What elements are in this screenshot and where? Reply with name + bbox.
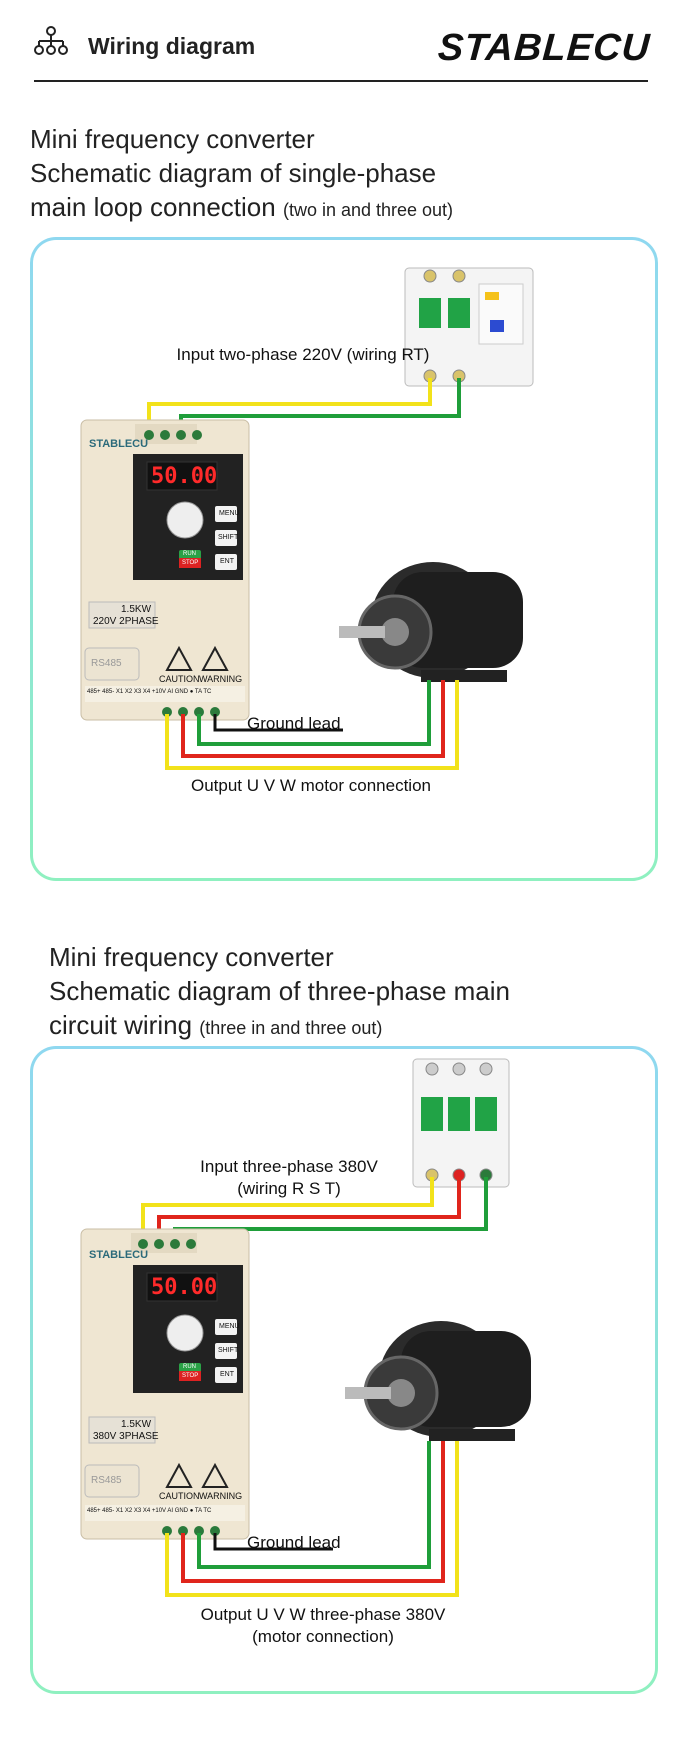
ground-wire-black bbox=[213, 714, 343, 732]
section2-input-label-line1: Input three-phase 380V bbox=[200, 1157, 378, 1176]
section1-title-line1: Mini frequency converter bbox=[30, 124, 315, 154]
caution-label: CAUTION bbox=[159, 1491, 200, 1501]
rs485-port: RS485 bbox=[91, 1475, 122, 1486]
output-wire-yellow bbox=[165, 680, 459, 770]
output-wire-green bbox=[197, 680, 431, 746]
caution-label: CAUTION bbox=[159, 674, 200, 684]
section2-diagram-panel: STABLECU 50.00 MENU SHIFT ENT RUN STOP 1… bbox=[30, 1046, 658, 1694]
section1-diagram-panel: STABLECU 50.00 MENU SHIFT ENT RUN STOP 1… bbox=[30, 237, 658, 881]
section2-diagram bbox=[80, 1058, 531, 1597]
menu-button[interactable]: MENU bbox=[219, 1323, 240, 1330]
header-divider bbox=[34, 80, 648, 82]
section2-title-line2: Schematic diagram of three-phase main bbox=[49, 976, 511, 1006]
section1-ground-label: Ground lead bbox=[247, 714, 341, 733]
section1-diagram bbox=[80, 267, 534, 770]
motor bbox=[345, 1321, 531, 1441]
breaker-2pole bbox=[404, 267, 534, 387]
section2-title-line3: circuit wiring bbox=[49, 1010, 193, 1040]
ground-wire-black bbox=[213, 1533, 333, 1551]
output-wire-green bbox=[197, 1441, 431, 1569]
menu-button[interactable]: MENU bbox=[219, 510, 240, 517]
rating-line1: 1.5KW bbox=[121, 604, 152, 615]
motor bbox=[339, 562, 523, 682]
page-header: Wiring diagram STABLECU bbox=[0, 0, 680, 82]
output-wire-yellow bbox=[165, 1441, 459, 1597]
warning-label: WARNING bbox=[199, 1491, 243, 1501]
stop-button[interactable]: STOP bbox=[182, 1373, 199, 1379]
section2-ground-label: Ground lead bbox=[247, 1533, 341, 1552]
section1-title: Mini frequency converter Schematic diagr… bbox=[30, 122, 453, 227]
stop-button[interactable]: STOP bbox=[182, 560, 199, 566]
section2-title-line1: Mini frequency converter bbox=[49, 942, 334, 972]
rating-line1: 1.5KW bbox=[121, 1419, 152, 1430]
inverter-unit bbox=[80, 1228, 250, 1540]
input-wire-yellow bbox=[141, 1177, 434, 1243]
run-button[interactable]: RUN bbox=[183, 551, 196, 557]
section2-title: Mini frequency converter Schematic diagr… bbox=[49, 940, 510, 1045]
shift-button[interactable]: SHIFT bbox=[218, 534, 239, 541]
rating-line2: 220V 2PHASE bbox=[93, 616, 159, 627]
section1-title-suffix: (two in and three out) bbox=[282, 200, 454, 220]
section1-title-line2: Schematic diagram of single-phase bbox=[30, 158, 437, 188]
section2-title-suffix: (three in and three out) bbox=[199, 1018, 383, 1038]
hierarchy-icon bbox=[34, 26, 68, 55]
shift-button[interactable]: SHIFT bbox=[218, 1347, 239, 1354]
inverter-brand: STABLECU bbox=[89, 438, 149, 450]
rating-line2: 380V 3PHASE bbox=[93, 1431, 159, 1442]
warning-label: WARNING bbox=[199, 674, 243, 684]
section2-output-label-line2: (motor connection) bbox=[252, 1627, 394, 1646]
output-wire-red bbox=[181, 1441, 445, 1583]
rs485-port: RS485 bbox=[91, 658, 122, 669]
section1-output-label: Output U V W motor connection bbox=[191, 776, 431, 795]
inverter-unit bbox=[80, 419, 250, 721]
input-wire-yellow bbox=[147, 378, 432, 434]
inverter-display: 50.00 bbox=[151, 464, 218, 489]
inverter-display: 50.00 bbox=[151, 1275, 218, 1300]
section1-input-label: Input two-phase 220V (wiring RT) bbox=[176, 345, 430, 364]
terminal-strip: 485+ 485- X1 X2 X3 X4 +10V AI GND ● TA T… bbox=[87, 1508, 212, 1514]
output-wire-red bbox=[181, 680, 445, 758]
section1-title-line3: main loop connection bbox=[30, 192, 276, 222]
inverter-brand: STABLECU bbox=[89, 1249, 149, 1261]
ent-button[interactable]: ENT bbox=[220, 1371, 234, 1378]
ent-button[interactable]: ENT bbox=[220, 558, 234, 565]
page-title: Wiring diagram bbox=[88, 33, 256, 59]
run-button[interactable]: RUN bbox=[183, 1364, 196, 1370]
section2-input-label-line2: (wiring R S T) bbox=[237, 1179, 341, 1198]
section2-output-label-line1: Output U V W three-phase 380V bbox=[200, 1605, 446, 1624]
brand-logo: STABLECU bbox=[436, 27, 652, 69]
breaker-3pole bbox=[412, 1058, 510, 1188]
terminal-strip: 485+ 485- X1 X2 X3 X4 +10V AI GND ● TA T… bbox=[87, 689, 212, 695]
